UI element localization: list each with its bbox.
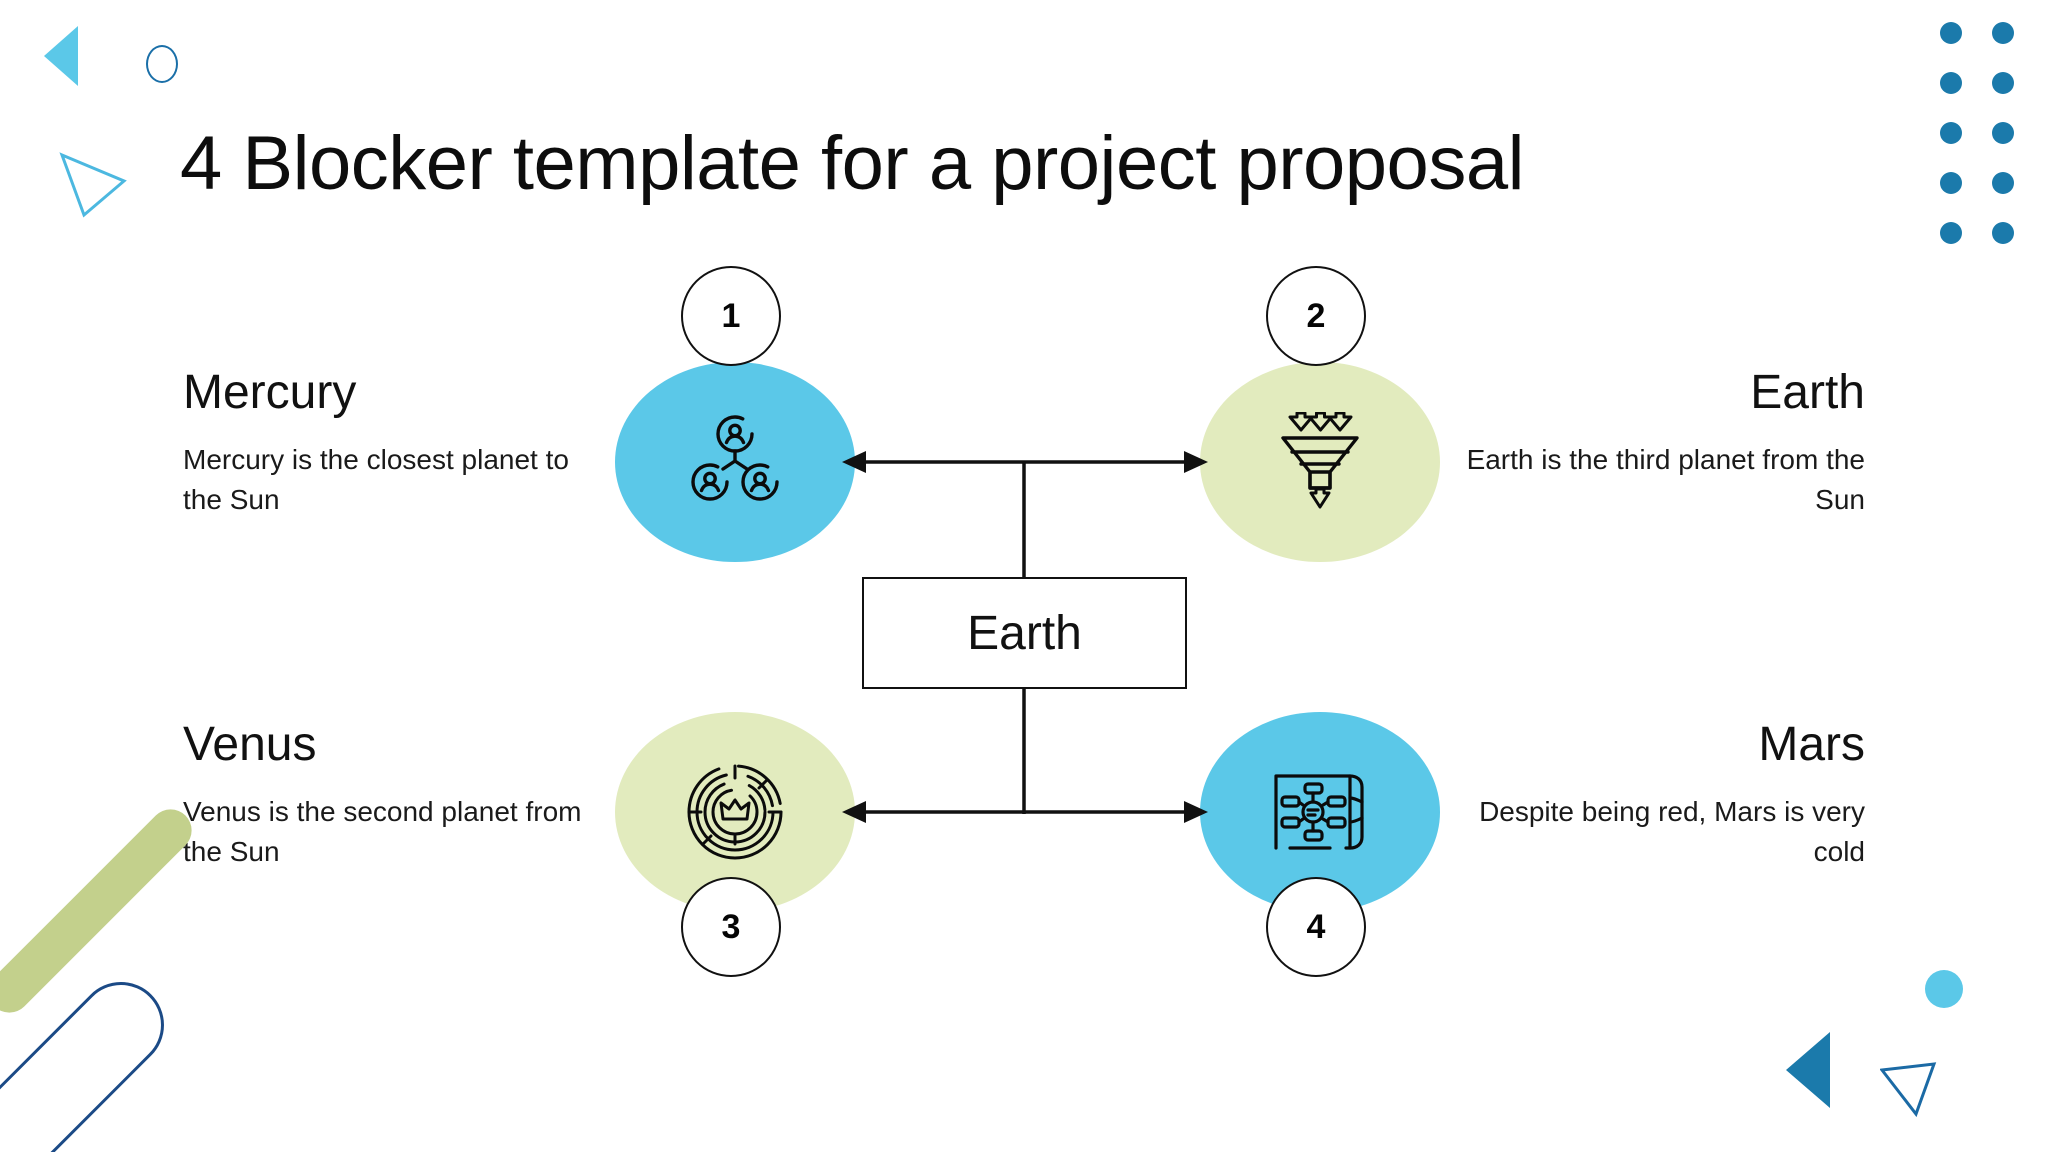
mind-map-document-icon	[1270, 762, 1370, 862]
center-node-label: Earth	[967, 606, 1082, 660]
badge-number-1[interactable]: 1	[681, 266, 781, 366]
team-network-icon	[685, 412, 785, 512]
quadrant-text-mercury: Mercury Mercury is the closest planet to…	[183, 366, 603, 520]
triangle-left-solid-dark-icon	[1786, 1032, 1830, 1108]
planet-name-mercury: Mercury	[183, 366, 357, 419]
planet-description-mercury: Mercury is the closest planet to the Sun	[183, 444, 569, 516]
badge-label-3: 3	[721, 907, 741, 946]
center-node-box[interactable]: Earth	[862, 577, 1187, 689]
quadrant-blob-earth[interactable]	[1200, 362, 1440, 562]
connector-vertical-upper	[1021, 462, 1027, 582]
page-title: 4 Blocker template for a project proposa…	[180, 121, 1524, 206]
maze-crown-icon	[685, 762, 785, 862]
badge-label-1: 1	[721, 296, 741, 335]
planet-description-mars: Despite being red, Mars is very cold	[1479, 796, 1865, 868]
triangle-down-outline-icon	[1880, 1060, 1940, 1118]
quadrant-blob-mercury[interactable]	[615, 362, 855, 562]
badge-label-2: 2	[1306, 296, 1326, 335]
dot-grid	[1920, 10, 2048, 260]
quadrant-text-earth: Earth Earth is the third planet from the…	[1445, 366, 1865, 520]
circle-solid-cyan-icon	[1925, 970, 1963, 1008]
badge-number-2[interactable]: 2	[1266, 266, 1366, 366]
planet-name-mars: Mars	[1758, 718, 1865, 771]
quadrant-text-mars: Mars Despite being red, Mars is very col…	[1445, 718, 1865, 872]
planet-description-venus: Venus is the second planet from the Sun	[183, 796, 582, 868]
funnel-filter-icon	[1270, 412, 1370, 512]
planet-name-earth: Earth	[1750, 366, 1865, 419]
badge-label-4: 4	[1306, 907, 1326, 946]
triangle-left-solid-icon	[44, 26, 78, 86]
quadrant-text-venus: Venus Venus is the second planet from th…	[183, 718, 603, 872]
connector-vertical-lower	[1021, 688, 1027, 814]
triangle-right-outline-icon	[58, 145, 128, 220]
badge-number-4[interactable]: 4	[1266, 877, 1366, 977]
badge-number-3[interactable]: 3	[681, 877, 781, 977]
planet-name-venus: Venus	[183, 718, 317, 771]
circle-outline-icon	[146, 45, 178, 83]
planet-description-earth: Earth is the third planet from the Sun	[1466, 444, 1865, 516]
